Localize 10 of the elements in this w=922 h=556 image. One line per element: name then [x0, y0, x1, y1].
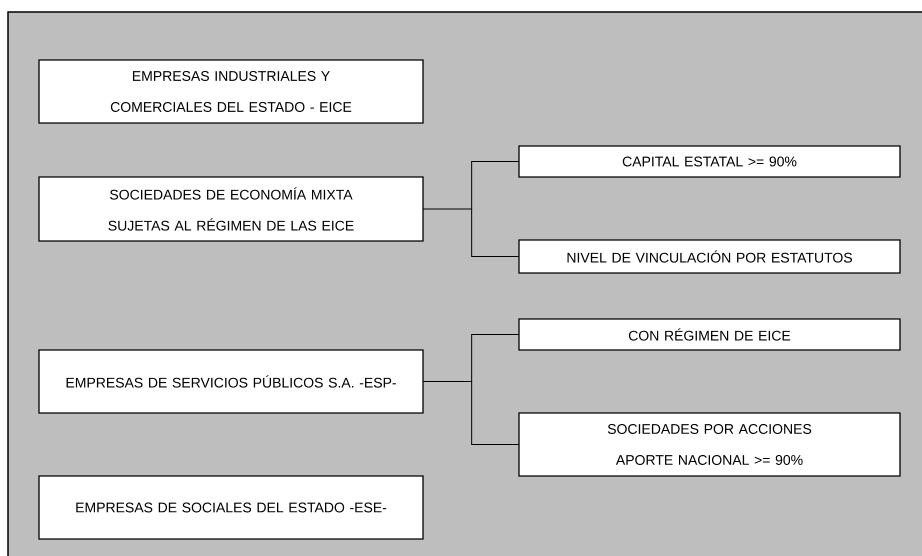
text-box: EMPRESAS DE SERVICIOS PÚBLICOS S.A. -ESP-: [38, 349, 424, 414]
text-box: EMPRESAS DE SOCIALES DEL ESTADO -ESE-: [38, 475, 424, 540]
text-box: CON RÉGIMEN DE EICE: [518, 318, 901, 351]
text-box: SOCIEDADES POR ACCIONES APORTE NACIONAL >= 90%: [518, 412, 901, 477]
text-box: EMPRESAS INDUSTRIALES Y COMERCIALES DEL ESTADO - EICE: [38, 59, 424, 124]
connector-line: [423, 208, 519, 257]
text-box: CAPITAL ESTATAL >= 90%: [518, 145, 901, 178]
text-box: NIVEL DE VINCULACIÓN POR ESTATUTOS: [518, 239, 901, 274]
connector-line: [423, 381, 519, 445]
text-box: SOCIEDADES DE ECONOMÍA MIXTA SUJETAS AL RÉGIMEN DE LAS EICE: [38, 176, 424, 242]
